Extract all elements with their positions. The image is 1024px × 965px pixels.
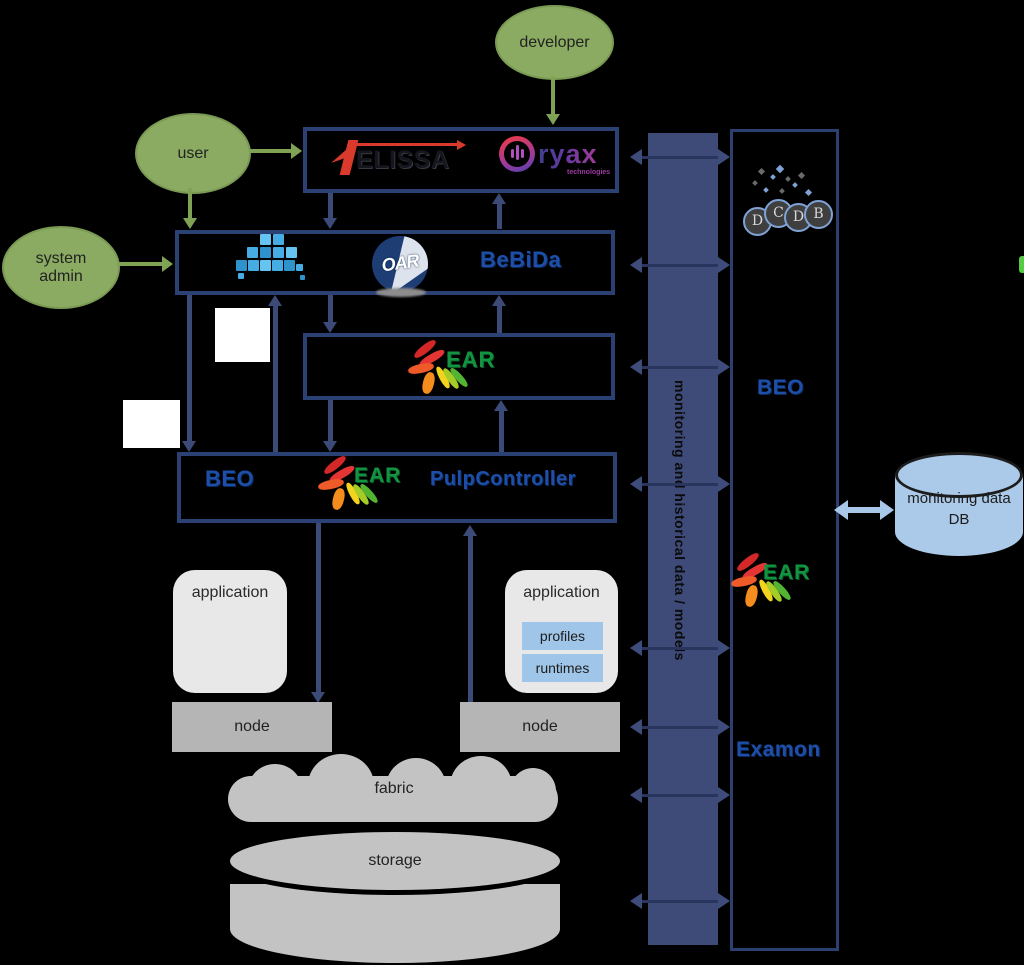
- arrow-topbox-to-bebida: [323, 193, 337, 229]
- melissa-arrow-icon: [352, 140, 466, 150]
- arrow-developer-down: [546, 76, 560, 125]
- storage-top: storage: [230, 832, 560, 890]
- pulp-ear-label: EAR: [354, 464, 402, 487]
- xarrow-bebida-panel: [630, 257, 730, 273]
- node-right: node: [460, 702, 620, 752]
- monitoring-bar: [648, 133, 718, 945]
- white-placeholder-2: [123, 400, 180, 448]
- xarrow-fabric-panel: [630, 787, 730, 803]
- arrow-user-right: [249, 143, 302, 159]
- ear-box: [303, 333, 615, 400]
- xarrow-topbox-panel: [630, 149, 730, 165]
- panel-examon-label: Examon: [736, 738, 821, 761]
- ryax-icon: [499, 136, 535, 172]
- arrow-ear-to-bebida: [492, 295, 506, 333]
- panel-ear-label: EAR: [763, 561, 811, 584]
- arrow-ear-to-pulp: [323, 400, 337, 452]
- clipped-green-shape: [1019, 256, 1024, 273]
- monitoring-tools-panel: [730, 129, 839, 951]
- node-right-label: node: [522, 718, 558, 735]
- pulp-box: [177, 452, 617, 523]
- actor-system-admin: system admin: [2, 226, 120, 309]
- actor-system-admin-label: system admin: [35, 249, 87, 285]
- node-left-label: node: [234, 718, 270, 735]
- profiles-label: profiles: [539, 628, 586, 644]
- monitoring-db-label-line2: DB: [948, 511, 970, 528]
- node-left: node: [172, 702, 332, 752]
- arrow-pulp-to-ear: [494, 400, 508, 452]
- monitoring-bar-label: monitoring and historical data / models: [672, 380, 688, 661]
- oar-icon: OAR: [372, 236, 428, 292]
- profiles-chip: profiles: [522, 622, 603, 650]
- xarrow-pulp-panel: [630, 476, 730, 492]
- monitoring-db-cylinder: monitoring data DB: [895, 452, 1023, 556]
- white-placeholder-1: [215, 308, 270, 362]
- actor-user-label: user: [177, 144, 209, 162]
- runtimes-label: runtimes: [535, 660, 590, 676]
- ryax-logo-text: ryax: [538, 139, 598, 169]
- storage-label: storage: [368, 852, 422, 869]
- pulp-beo-label: BEO: [205, 466, 255, 491]
- arrow-node-to-pulp: [463, 525, 477, 703]
- dcdb-icon: D C D B: [735, 164, 833, 237]
- cluster-icon: [236, 234, 308, 290]
- actor-developer-label: developer: [519, 33, 590, 51]
- panel-beo-label: BEO: [757, 376, 805, 399]
- xarrow-earbox-panel: [630, 359, 730, 375]
- arrow-bebida-to-pulp: [182, 295, 196, 452]
- pulp-controller-label: PulpController: [430, 468, 576, 490]
- fabric-label: fabric: [374, 780, 414, 797]
- arrow-bebida-to-topbox: [492, 193, 506, 229]
- melissa-icon: [331, 139, 359, 177]
- fabric-cloud: fabric: [228, 754, 560, 826]
- application-right-label: application: [523, 584, 600, 601]
- actor-developer: developer: [495, 5, 614, 80]
- ryax-sub-text: technologies: [567, 169, 611, 176]
- ear-box-label: EAR: [446, 347, 496, 372]
- xarrow-storage-panel: [630, 893, 730, 909]
- actor-user: user: [135, 113, 251, 194]
- arrow-pulp-to-bebida: [268, 295, 282, 452]
- melissa-logo-text: ELISSA: [356, 146, 450, 174]
- oar-text: OAR: [380, 250, 420, 276]
- monitoring-db-label-line1: monitoring data: [907, 490, 1011, 507]
- storage-cylinder: storage: [230, 832, 560, 963]
- xarrow-application-panel: [630, 640, 730, 656]
- bebida-label: BeBiDa: [480, 247, 562, 272]
- arrow-user-down: [183, 188, 197, 229]
- application-left-label: application: [191, 584, 269, 601]
- melissa-ryax-box: [303, 127, 619, 193]
- oar-shadow: [376, 288, 426, 297]
- xarrow-node-panel: [630, 719, 730, 735]
- arrow-pulp-to-node: [311, 523, 325, 703]
- runtimes-chip: runtimes: [522, 654, 603, 682]
- arrow-bebida-to-ear: [323, 295, 337, 333]
- storage-body: [230, 884, 560, 963]
- arrow-admin-right: [117, 256, 173, 272]
- application-left: application: [173, 570, 287, 693]
- xarrow-panel-db: [834, 500, 894, 520]
- dcdb-letter-b: B: [804, 200, 833, 229]
- monitoring-db-top: [895, 452, 1023, 498]
